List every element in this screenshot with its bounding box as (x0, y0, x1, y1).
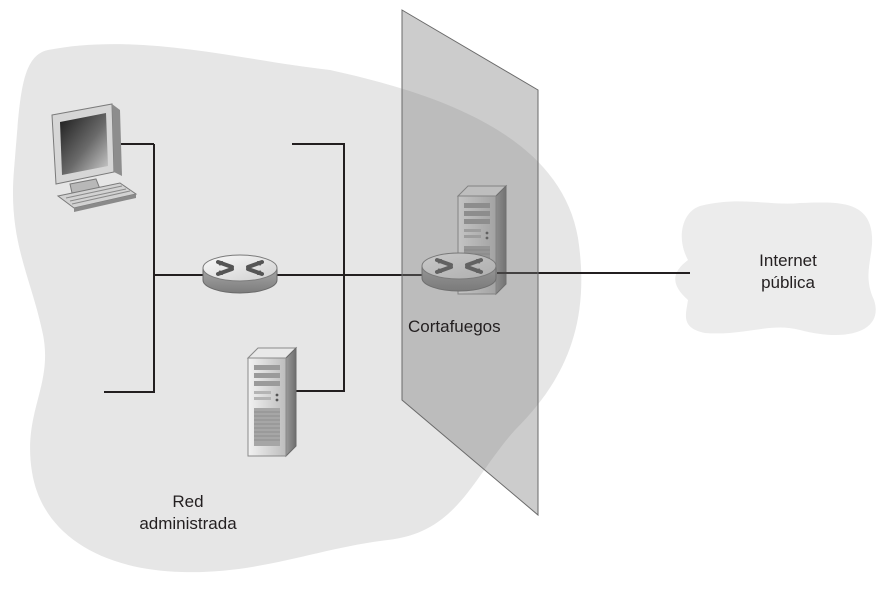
managed-network-label-line2: administrada (139, 514, 237, 533)
firewall-panel (401, 9, 539, 517)
lan-bus-left (104, 144, 155, 393)
managed-network-region (12, 44, 582, 573)
lan-bus-right (292, 143, 345, 392)
firewall-label: Cortafuegos (408, 317, 501, 336)
managed-network-label-line1: Red (172, 492, 204, 511)
desktop-computer-icon (51, 103, 138, 212)
public-internet-label: Internet pública (738, 250, 838, 294)
public-internet-label-line1: Internet (759, 251, 817, 270)
internet-cloud (675, 201, 876, 336)
public-internet-label-line2: pública (761, 273, 815, 292)
managed-network-label: Red administrada (118, 491, 258, 535)
server-tower-icon (247, 347, 297, 457)
router-icon (201, 253, 279, 295)
